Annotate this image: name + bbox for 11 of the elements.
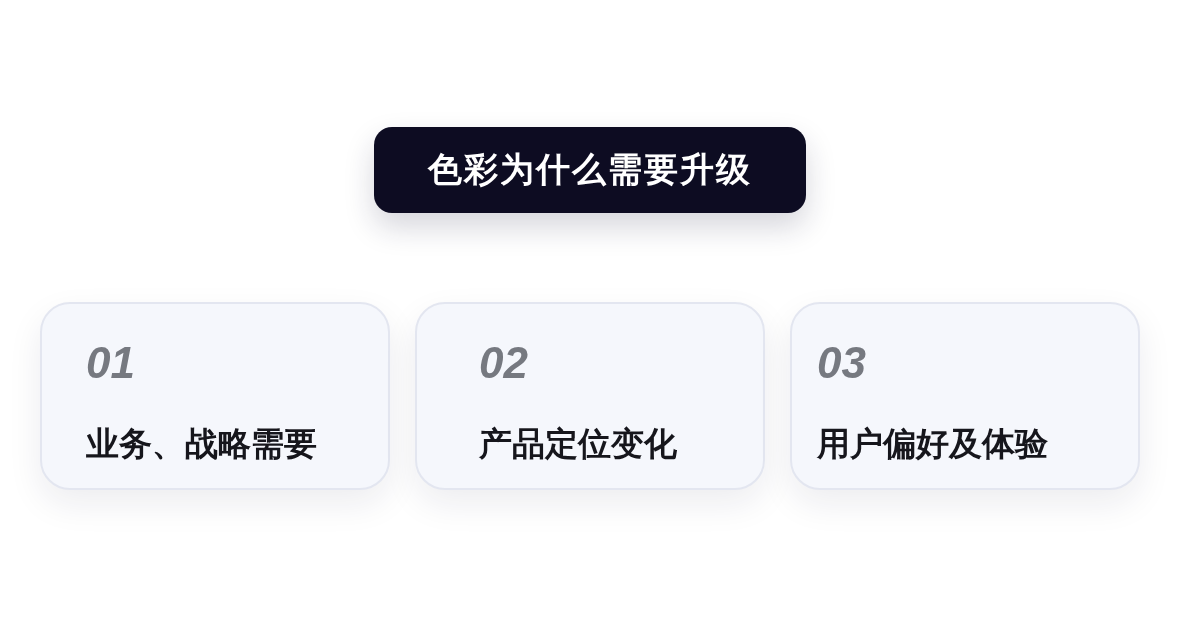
reason-card xyxy=(790,302,1140,490)
title-text: 色彩为什么需要升级 xyxy=(428,148,752,191)
card-text: 用户偏好及体验 xyxy=(817,423,1048,465)
card-number: 03 xyxy=(817,338,866,388)
card-text: 业务、战略需要 xyxy=(86,423,317,465)
card-text: 产品定位变化 xyxy=(479,423,677,465)
reason-card xyxy=(40,302,390,490)
reason-card xyxy=(415,302,765,490)
title-box xyxy=(374,127,806,213)
card-number: 02 xyxy=(479,338,528,388)
card-number: 01 xyxy=(86,338,135,388)
